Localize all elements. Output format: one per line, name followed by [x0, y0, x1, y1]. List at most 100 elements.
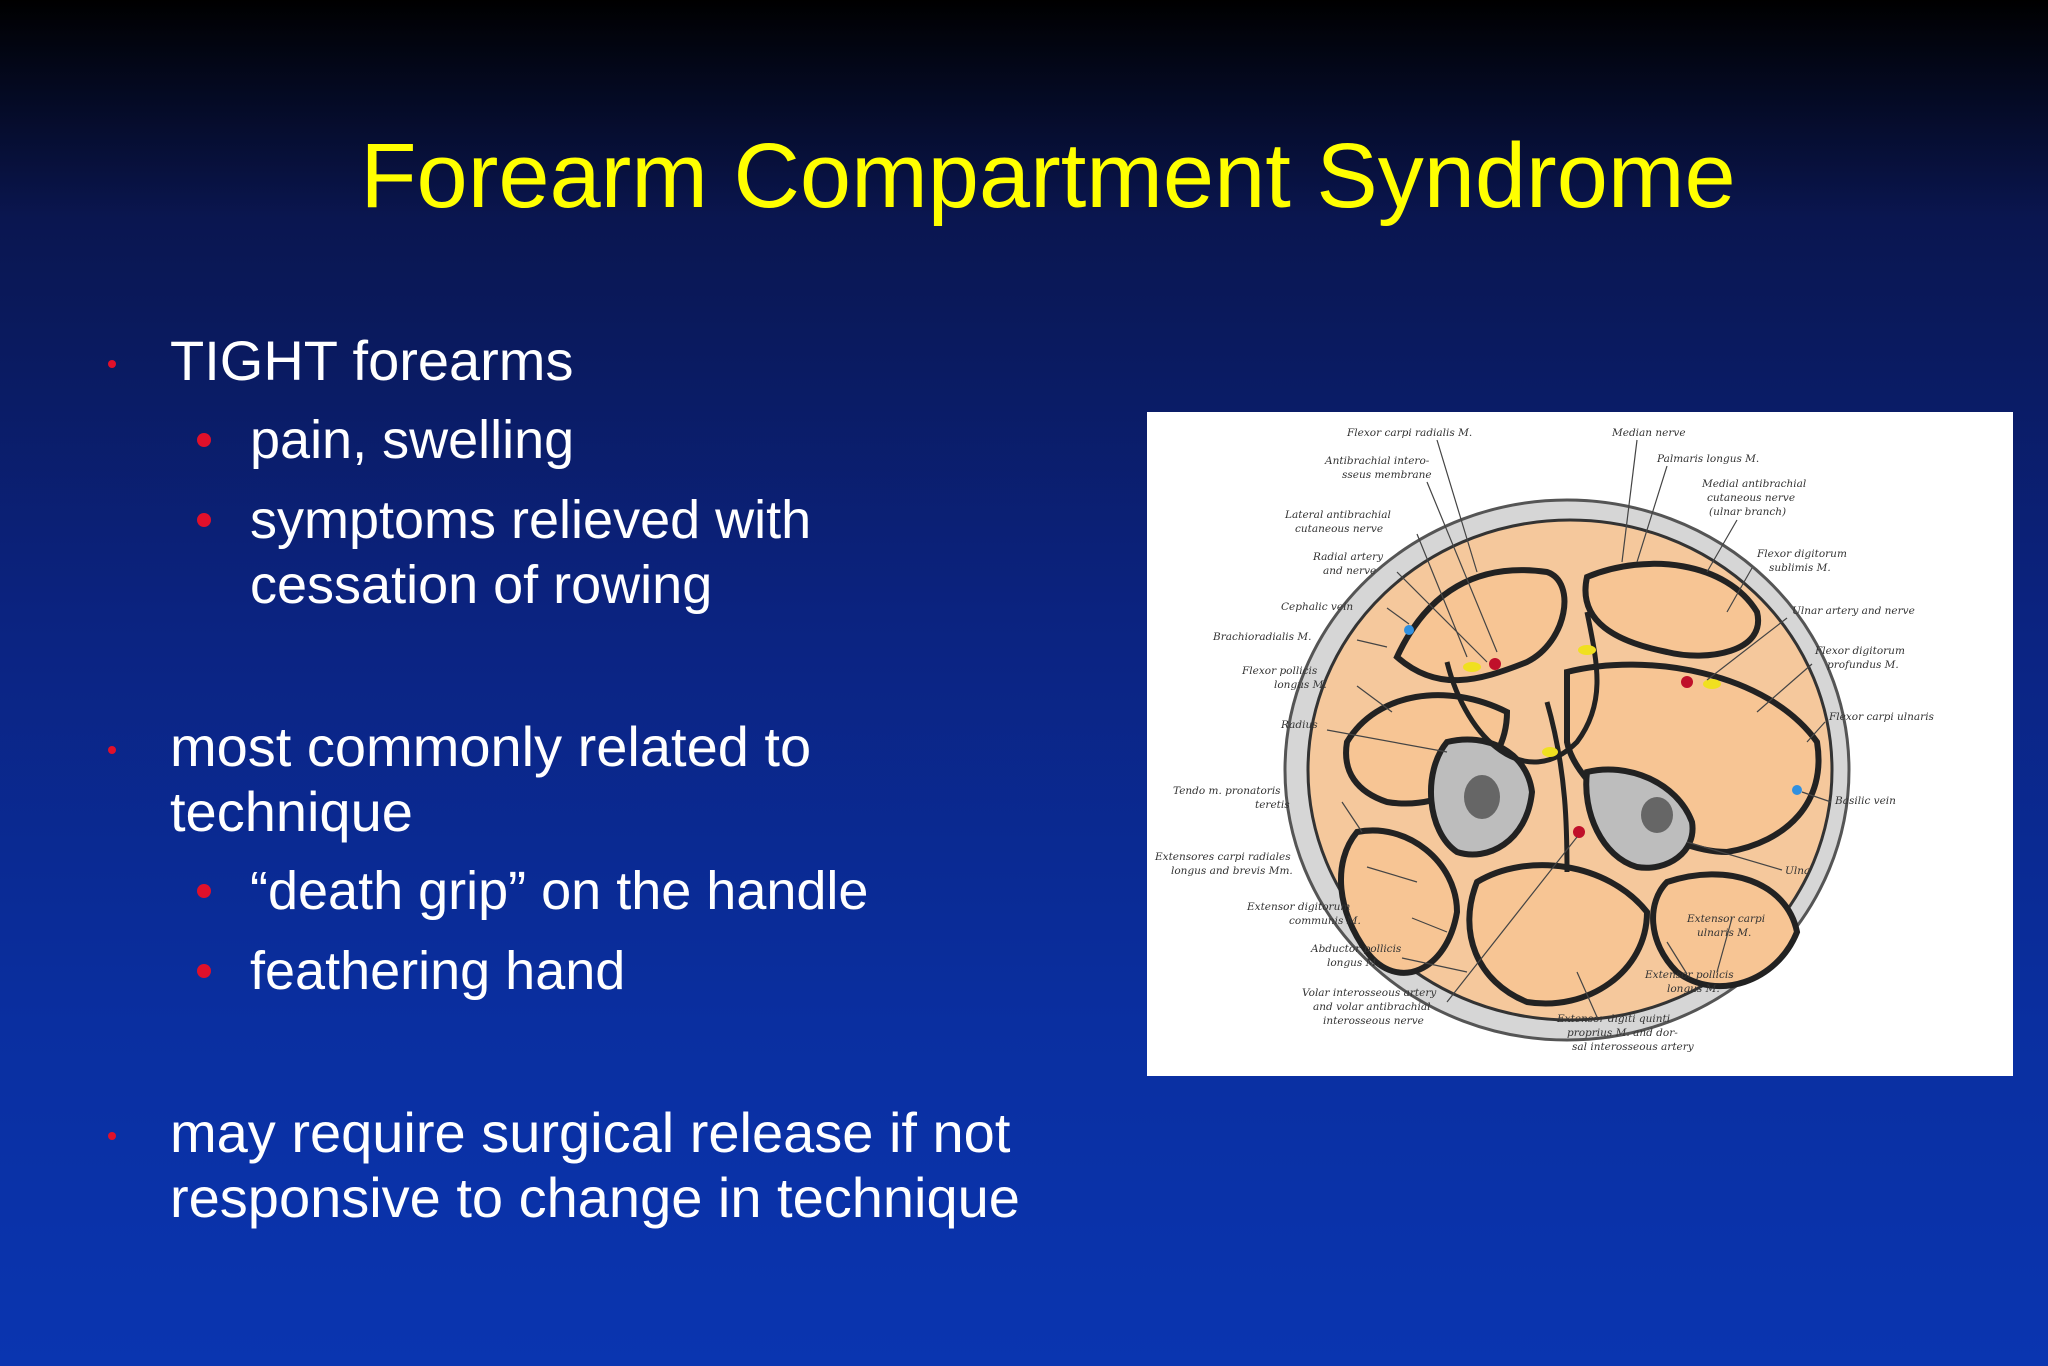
bullet-item-continued: technique	[170, 780, 413, 843]
leader-line	[1446, 836, 1578, 1003]
bullet-marker	[108, 746, 116, 754]
muscle-belly	[1466, 862, 1651, 1007]
leader-line	[1801, 791, 1832, 803]
vein-marker	[1792, 785, 1802, 795]
nerve-marker	[1542, 747, 1558, 757]
fascia-line	[1544, 701, 1570, 873]
leader-line	[1401, 957, 1468, 973]
leader-line	[1686, 841, 1783, 871]
label: Basilic vein	[1834, 795, 1896, 807]
forearm-cross-section-figure: Flexor carpi radialis M. Median nerve Pa…	[1147, 412, 2013, 1076]
bullet-marker	[108, 1132, 116, 1140]
label: Tendo m. pronatoris	[1173, 785, 1281, 797]
label: Lateral antibrachial	[1284, 509, 1391, 521]
leader-line	[1636, 465, 1668, 563]
sub-bullet-item: pain, swelling	[250, 410, 575, 470]
label: Extensor carpi	[1686, 913, 1765, 925]
leader-line	[1436, 439, 1478, 573]
sub-bullet-item: “death grip” on the handle	[250, 861, 869, 921]
sub-bullet-marker	[197, 884, 211, 898]
label: Extensor digitorum	[1246, 901, 1350, 913]
label: ulnaris M.	[1697, 927, 1751, 939]
leader-line	[1326, 729, 1448, 753]
sub-bullet-item-continued: cessation of rowing	[250, 555, 713, 615]
label: proprius M. and dor-	[1567, 1027, 1678, 1039]
bullet-item: may require surgical release if not	[170, 1101, 1011, 1164]
label: Flexor pollicis	[1241, 665, 1318, 677]
leader-line	[1366, 866, 1418, 883]
leader-line	[1756, 663, 1813, 713]
label: teretis	[1255, 799, 1290, 811]
label: cutaneous nerve	[1295, 523, 1383, 535]
leader-line	[1706, 617, 1788, 681]
leader-line	[1356, 639, 1388, 648]
bullet-item: TIGHT forearms	[170, 329, 574, 392]
muscle-belly	[1393, 567, 1568, 684]
label: longus and brevis Mm.	[1171, 865, 1293, 877]
sub-bullet-item: feathering hand	[250, 941, 626, 1001]
label: Flexor digitorum	[1756, 548, 1847, 560]
label: Abductor pollicis	[1310, 943, 1402, 955]
leader-line	[1666, 941, 1688, 975]
label: (ulnar branch)	[1709, 506, 1786, 518]
label: Ulnar artery and nerve	[1792, 605, 1915, 617]
bullet-item: most commonly related to	[170, 715, 812, 778]
nerve-marker	[1463, 662, 1481, 672]
label: Extensor pollicis	[1644, 969, 1734, 981]
vein-marker	[1404, 625, 1414, 635]
label: Cephalic vein	[1281, 601, 1353, 613]
leader-line	[1426, 481, 1498, 653]
artery-marker	[1681, 676, 1693, 688]
label: Ulna	[1785, 865, 1810, 877]
muscle-belly	[1582, 560, 1762, 659]
leader-line	[1576, 971, 1598, 1018]
nerve-marker	[1703, 679, 1721, 689]
label: sal interosseous artery	[1572, 1041, 1695, 1053]
label: and volar antibrachial	[1313, 1001, 1431, 1013]
leader-line	[1416, 533, 1468, 658]
label: Medial antibrachial	[1701, 478, 1806, 490]
label: Antibrachial intero-	[1324, 455, 1430, 467]
muscle-belly	[1338, 827, 1461, 976]
nerve-marker	[1578, 645, 1596, 655]
leader-line	[1356, 685, 1393, 713]
artery-marker	[1573, 826, 1585, 838]
label: sublimis M.	[1769, 562, 1831, 574]
fascia-line	[1444, 611, 1600, 765]
label: profundus M.	[1827, 659, 1899, 671]
muscle-belly	[1650, 871, 1801, 990]
label: Median nerve	[1611, 427, 1686, 439]
leader-line	[1726, 567, 1753, 613]
label: communis M.	[1289, 915, 1361, 927]
leader-line	[1706, 519, 1738, 573]
sub-bullet-item: symptoms relieved with	[250, 490, 812, 550]
artery-marker	[1489, 658, 1501, 670]
ulna-bone	[1583, 766, 1696, 871]
sub-bullet-marker	[197, 964, 211, 978]
bullet-item-continued: responsive to change in technique	[170, 1166, 1020, 1229]
label: Radial artery	[1312, 551, 1384, 563]
radius-marrow	[1464, 775, 1500, 819]
leader-line	[1396, 571, 1488, 663]
label: longus M.	[1274, 679, 1327, 691]
bullet-list: TIGHT forearms pain, swelling symptoms r…	[108, 329, 1020, 1229]
leader-line	[1411, 917, 1448, 933]
leader-line	[1341, 801, 1363, 833]
slide-title: Forearm Compartment Syndrome	[360, 125, 1736, 227]
label: Flexor carpi ulnaris	[1828, 711, 1935, 723]
ulna-marrow	[1641, 797, 1673, 833]
label: Volar interosseous artery	[1302, 987, 1437, 999]
label: longus M.	[1327, 957, 1380, 969]
label: Flexor digitorum	[1814, 645, 1905, 657]
leader-line	[1386, 607, 1410, 625]
label: Brachioradialis M.	[1212, 631, 1311, 643]
sub-bullet-marker	[197, 513, 211, 527]
label: and nerve	[1323, 565, 1376, 577]
label: longus M.	[1667, 983, 1720, 995]
label: Radius	[1280, 719, 1318, 731]
bullet-marker	[108, 360, 116, 368]
leader-line	[1716, 917, 1733, 973]
label: Palmaris longus M.	[1656, 453, 1759, 465]
label: sseus membrane	[1342, 469, 1432, 481]
